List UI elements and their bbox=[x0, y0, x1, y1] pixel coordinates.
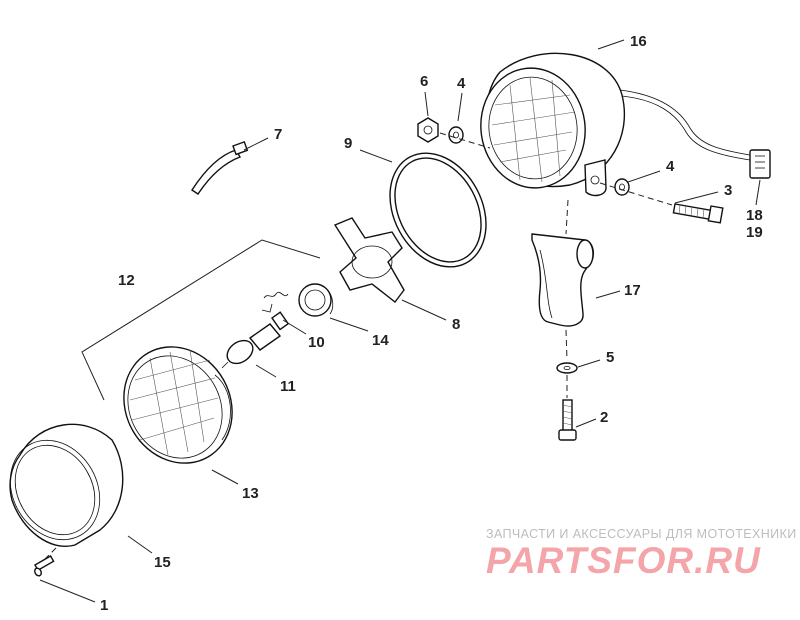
leader-lines bbox=[39, 39, 761, 603]
part-17-mounting-bracket bbox=[531, 233, 594, 327]
part-14-socket-collar bbox=[298, 283, 334, 317]
callout-4-lower: 4 bbox=[666, 158, 675, 175]
part-8-retainer-plate bbox=[333, 217, 405, 303]
callout-17: 17 bbox=[624, 282, 641, 299]
part-13-lens-unit bbox=[123, 346, 233, 464]
callout-7: 7 bbox=[274, 126, 282, 143]
callout-9: 9 bbox=[344, 135, 352, 152]
callout-15: 15 bbox=[154, 554, 171, 571]
watermark-caption: ЗАПЧАСТИ И АКСЕССУАРЫ ДЛЯ МОТОТЕХНИКИ bbox=[486, 527, 797, 541]
part-4-washer-lower bbox=[614, 178, 630, 196]
part-18-19-connector bbox=[749, 149, 771, 179]
part-11-halogen-bulb bbox=[221, 311, 290, 369]
callout-19: 19 bbox=[746, 224, 763, 241]
callout-8: 8 bbox=[452, 316, 460, 333]
part-16-headlamp-housing bbox=[480, 52, 751, 197]
callout-10: 10 bbox=[308, 334, 325, 351]
part-1-screw bbox=[34, 555, 55, 577]
assembly-axis-lines bbox=[43, 132, 673, 561]
callout-4-upper: 4 bbox=[457, 75, 466, 92]
callout-labels: 1 2 3 4 4 5 6 7 8 9 10 11 12 13 14 15 16… bbox=[100, 33, 763, 614]
part-2-screw bbox=[558, 399, 577, 441]
callout-13: 13 bbox=[242, 485, 259, 502]
part-9-retaining-ring bbox=[389, 152, 487, 268]
callout-16: 16 bbox=[630, 33, 647, 50]
callout-12: 12 bbox=[118, 272, 135, 289]
callout-18: 18 bbox=[746, 207, 763, 224]
group-12-bracket bbox=[81, 239, 321, 401]
part-4-washer-upper bbox=[448, 126, 464, 144]
part-5-washer bbox=[556, 362, 578, 374]
callout-1: 1 bbox=[100, 597, 108, 614]
watermark-logo: PARTSFOR.RU bbox=[486, 540, 761, 581]
callout-11: 11 bbox=[280, 378, 296, 395]
callout-3: 3 bbox=[724, 182, 732, 199]
part-6-nut bbox=[417, 117, 439, 143]
part-15-trim-ring bbox=[9, 423, 124, 547]
callout-14: 14 bbox=[372, 332, 389, 349]
part-10-spring-clip bbox=[261, 291, 289, 313]
callout-2: 2 bbox=[600, 409, 608, 426]
part-7-wire-clip bbox=[191, 140, 249, 195]
part-3-bolt bbox=[672, 203, 724, 224]
callout-6: 6 bbox=[420, 73, 428, 90]
callout-5: 5 bbox=[606, 349, 614, 366]
